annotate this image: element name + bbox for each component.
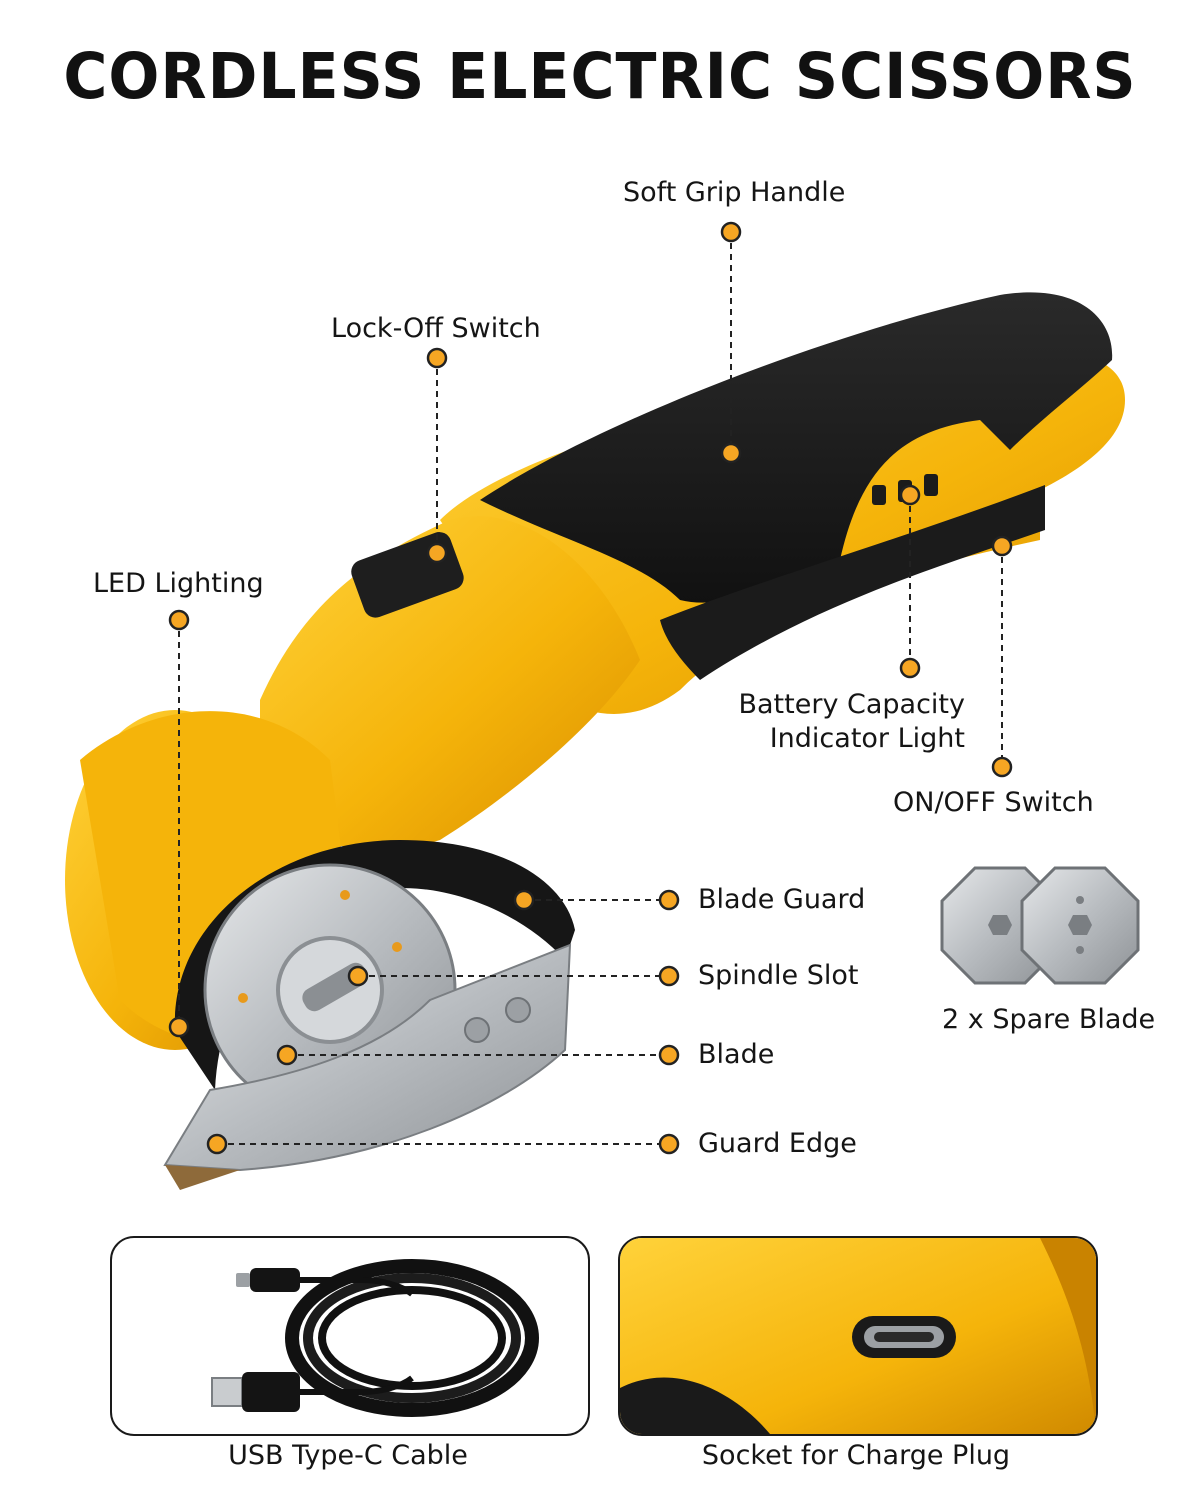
label-blade-guard: Blade Guard [698, 884, 866, 915]
dot-guard [513, 889, 535, 911]
dot-lock-off-top [426, 347, 448, 369]
dot-lock-off [426, 542, 448, 564]
dot-spindle [347, 965, 369, 987]
dot-soft-grip [720, 442, 742, 464]
label-guard-edge: Guard Edge [698, 1128, 857, 1159]
label-battery-line2: Indicator Light [769, 723, 965, 754]
dot-blade-end [658, 1044, 680, 1066]
label-on-off-switch: ON/OFF Switch [893, 787, 1094, 818]
label-battery-line1: Battery Capacity [738, 689, 965, 720]
battery-pip-1 [872, 485, 886, 505]
usb-cable-icon [211, 1259, 539, 1417]
cable-panel [110, 1236, 590, 1436]
socket-panel [618, 1236, 1098, 1436]
dot-soft-grip-top [720, 221, 742, 243]
guard-plate [163, 943, 572, 1172]
label-spindle-slot: Spindle Slot [698, 960, 859, 991]
octagon-blade-icon [940, 866, 1140, 985]
dot-edge [206, 1133, 228, 1155]
label-soft-grip-handle: Soft Grip Handle [623, 177, 846, 208]
dot-battery-bottom [899, 657, 921, 679]
dot-guard-end [658, 889, 680, 911]
label-spare-blade: 2 x Spare Blade [942, 1004, 1156, 1035]
dot-led [168, 1016, 190, 1038]
caption-socket: Socket for Charge Plug [701, 1440, 1011, 1471]
type-c-socket-icon [620, 1238, 1096, 1434]
dot-onoff [991, 535, 1013, 557]
rear-grip [660, 485, 1045, 680]
dot-onoff-bottom [991, 756, 1013, 778]
label-led-lighting: LED Lighting [93, 568, 264, 599]
head-neck [260, 516, 640, 850]
label-lock-off-switch: Lock-Off Switch [331, 313, 541, 344]
caption-usb-cable: USB Type-C Cable [228, 1440, 468, 1471]
dot-edge-end [658, 1133, 680, 1155]
dot-blade [276, 1044, 298, 1066]
soft-grip [480, 292, 1113, 603]
battery-pip-3 [924, 474, 938, 496]
label-blade: Blade [698, 1039, 775, 1070]
dot-led-top [168, 609, 190, 631]
page-title: CORDLESS ELECTRIC SCISSORS [63, 40, 1137, 114]
dot-spindle-end [658, 965, 680, 987]
dot-battery [899, 484, 921, 506]
